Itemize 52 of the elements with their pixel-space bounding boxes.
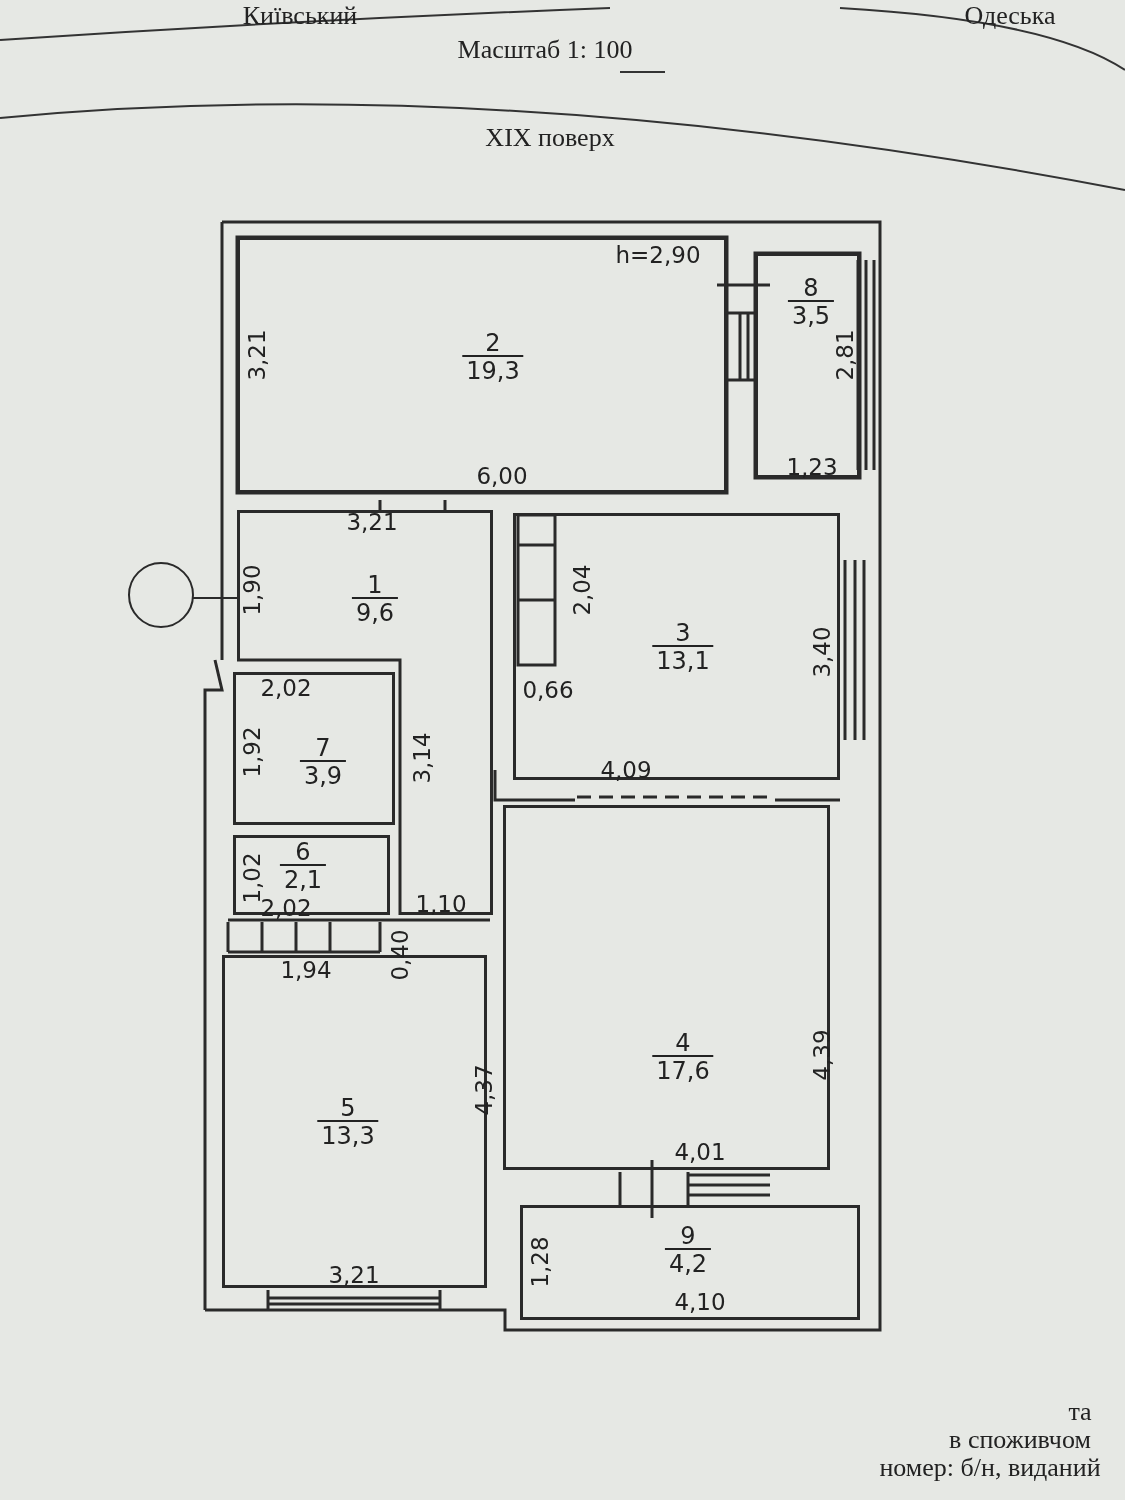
document-text: номер: б/н, виданий: [879, 1453, 1101, 1483]
dimension-label: 3,40: [809, 626, 835, 678]
document-text: та: [1068, 1397, 1092, 1427]
room-number: 9: [680, 1224, 696, 1248]
dimension-label: 4,01: [674, 1139, 726, 1165]
place-name: Одеська: [964, 1, 1056, 31]
dimension-label: 1,90: [239, 564, 265, 616]
room-outline: [520, 1205, 860, 1320]
dimension-label: 3,21: [328, 1262, 380, 1288]
room-outline: [513, 513, 840, 780]
room-area: 17,6: [652, 1055, 714, 1085]
dimension-label: 0,40: [387, 929, 413, 981]
room-number: 5: [340, 1096, 356, 1120]
dimension-label: 4,09: [600, 757, 652, 783]
room-area: 3,5: [787, 300, 835, 330]
ceiling-height: h=2,90: [615, 242, 701, 268]
dimension-label: 1,28: [527, 1236, 553, 1288]
dimension-label: 4,37: [471, 1064, 497, 1116]
room-area: 19,3: [462, 355, 524, 385]
room-area: 3,9: [299, 760, 347, 790]
dimension-label: 2,04: [569, 564, 595, 616]
room-outline: [233, 672, 395, 825]
dimension-label: 6,00: [476, 463, 528, 489]
room-outline: [237, 237, 727, 493]
dimension-label: 2,81: [832, 329, 858, 381]
room-area: 4,2: [664, 1248, 712, 1278]
room-number: 7: [315, 736, 331, 760]
room-number: 1: [367, 573, 383, 597]
dimension-label: 3,21: [346, 509, 398, 535]
dimension-label: 1,94: [280, 957, 332, 983]
room-area: 13,1: [652, 645, 714, 675]
room-number: 4: [675, 1031, 691, 1055]
scale-note: Масштаб 1: 100: [457, 35, 633, 65]
room-outline: [755, 253, 860, 478]
dimension-label: 1,23: [786, 454, 838, 480]
dimension-label: 1,10: [415, 891, 467, 917]
room-number: 2: [485, 331, 501, 355]
room-area: 9,6: [351, 597, 399, 627]
dimension-label: 1,92: [239, 726, 265, 778]
room-number: 6: [295, 840, 311, 864]
dimension-label: 3,21: [244, 329, 270, 381]
room-number: 3: [675, 621, 691, 645]
dimension-label: 4,10: [674, 1289, 726, 1315]
dimension-label: 0,66: [522, 677, 574, 703]
room-area: 2,1: [279, 864, 327, 894]
dimension-label: 4,39: [809, 1029, 835, 1081]
document-text: в споживчом: [949, 1425, 1091, 1455]
dimension-label: 2,02: [260, 675, 312, 701]
room-area: 13,3: [317, 1120, 379, 1150]
floor-title: XIX поверх: [485, 123, 615, 153]
dimension-label: 3,14: [409, 732, 435, 784]
room-number: 8: [803, 276, 819, 300]
